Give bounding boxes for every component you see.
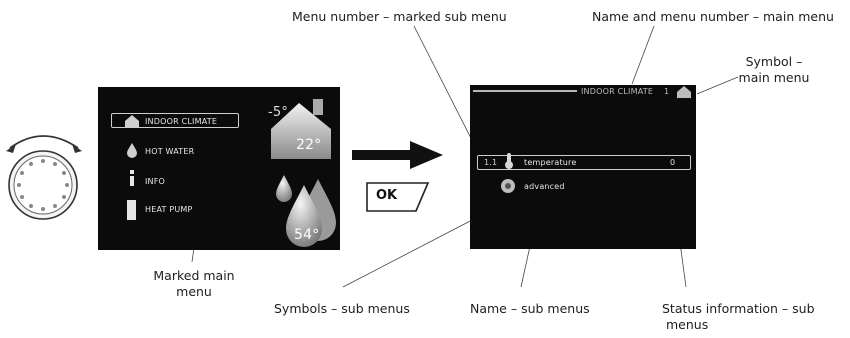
marked-sub-menu-frame[interactable]: [477, 155, 691, 170]
callout-symbol-main: Symbol – main menu: [732, 54, 816, 86]
indoor-temperature: 22°: [296, 137, 322, 153]
sub-menu-status-temperature: 0: [670, 158, 676, 167]
ok-button[interactable]: OK: [364, 180, 430, 214]
callout-status-line1: Status information – sub: [662, 301, 815, 316]
callout-symbol-main-line2: main menu: [738, 70, 810, 85]
main-menu-display: INDOOR CLIMATE HOT WATER INFO HEAT PUMP …: [98, 87, 340, 250]
water-drop-icon: [127, 143, 137, 158]
menu-item-hot-water[interactable]: HOT WATER: [145, 147, 195, 156]
callout-marked-main-line1: Marked main: [153, 268, 235, 283]
menu-item-info[interactable]: INFO: [145, 177, 166, 186]
header-line: [473, 90, 577, 92]
info-icon: [130, 170, 134, 186]
advanced-settings-icon: [501, 179, 515, 193]
header-title: INDOOR CLIMATE: [581, 87, 654, 96]
marked-menu-frame[interactable]: [111, 113, 239, 128]
rotate-arrow-icon: [6, 135, 82, 153]
callout-symbols-sub: Symbols – sub menus: [274, 301, 410, 316]
callout-menu-number: Menu number – marked sub menu: [292, 9, 507, 24]
menu-item-heat-pump[interactable]: HEAT PUMP: [145, 205, 193, 214]
header-menu-number: 1: [664, 87, 670, 96]
callout-name-menu-number: Name and menu number – main menu: [592, 9, 834, 24]
right-arrow-icon: [352, 141, 443, 169]
sub-menu-item-advanced[interactable]: advanced: [524, 182, 565, 191]
ok-button-outline: [366, 182, 430, 212]
house-icon: [125, 115, 139, 127]
callout-symbol-main-line1: Symbol –: [745, 54, 803, 69]
sub-menu-display: INDOOR CLIMATE 1 1.1 temperature 0 advan…: [470, 85, 696, 249]
callout-marked-main: Marked main menu: [135, 268, 253, 300]
menu-item-indoor-climate[interactable]: INDOOR CLIMATE: [145, 117, 218, 126]
main-menu-house-icon: [677, 86, 691, 98]
hot-water-drops-icon: [276, 175, 336, 247]
callout-marked-main-line2: menu: [176, 284, 212, 299]
water-temperature: 54°: [294, 227, 320, 243]
sub-menu-number: 1.1: [484, 158, 498, 167]
thermometer-icon: [505, 153, 513, 169]
callout-name-sub: Name – sub menus: [470, 301, 590, 316]
heat-pump-icon: [127, 200, 136, 220]
control-knob-icon: [8, 150, 78, 220]
outdoor-temperature: -5°: [268, 105, 289, 120]
ok-button-label: OK: [376, 188, 398, 203]
sub-menu-item-temperature[interactable]: temperature: [524, 158, 577, 167]
callout-status: Status information – sub menus: [662, 301, 815, 333]
indoor-climate-house-icon: [271, 99, 331, 159]
callout-status-line2: menus: [666, 317, 709, 332]
